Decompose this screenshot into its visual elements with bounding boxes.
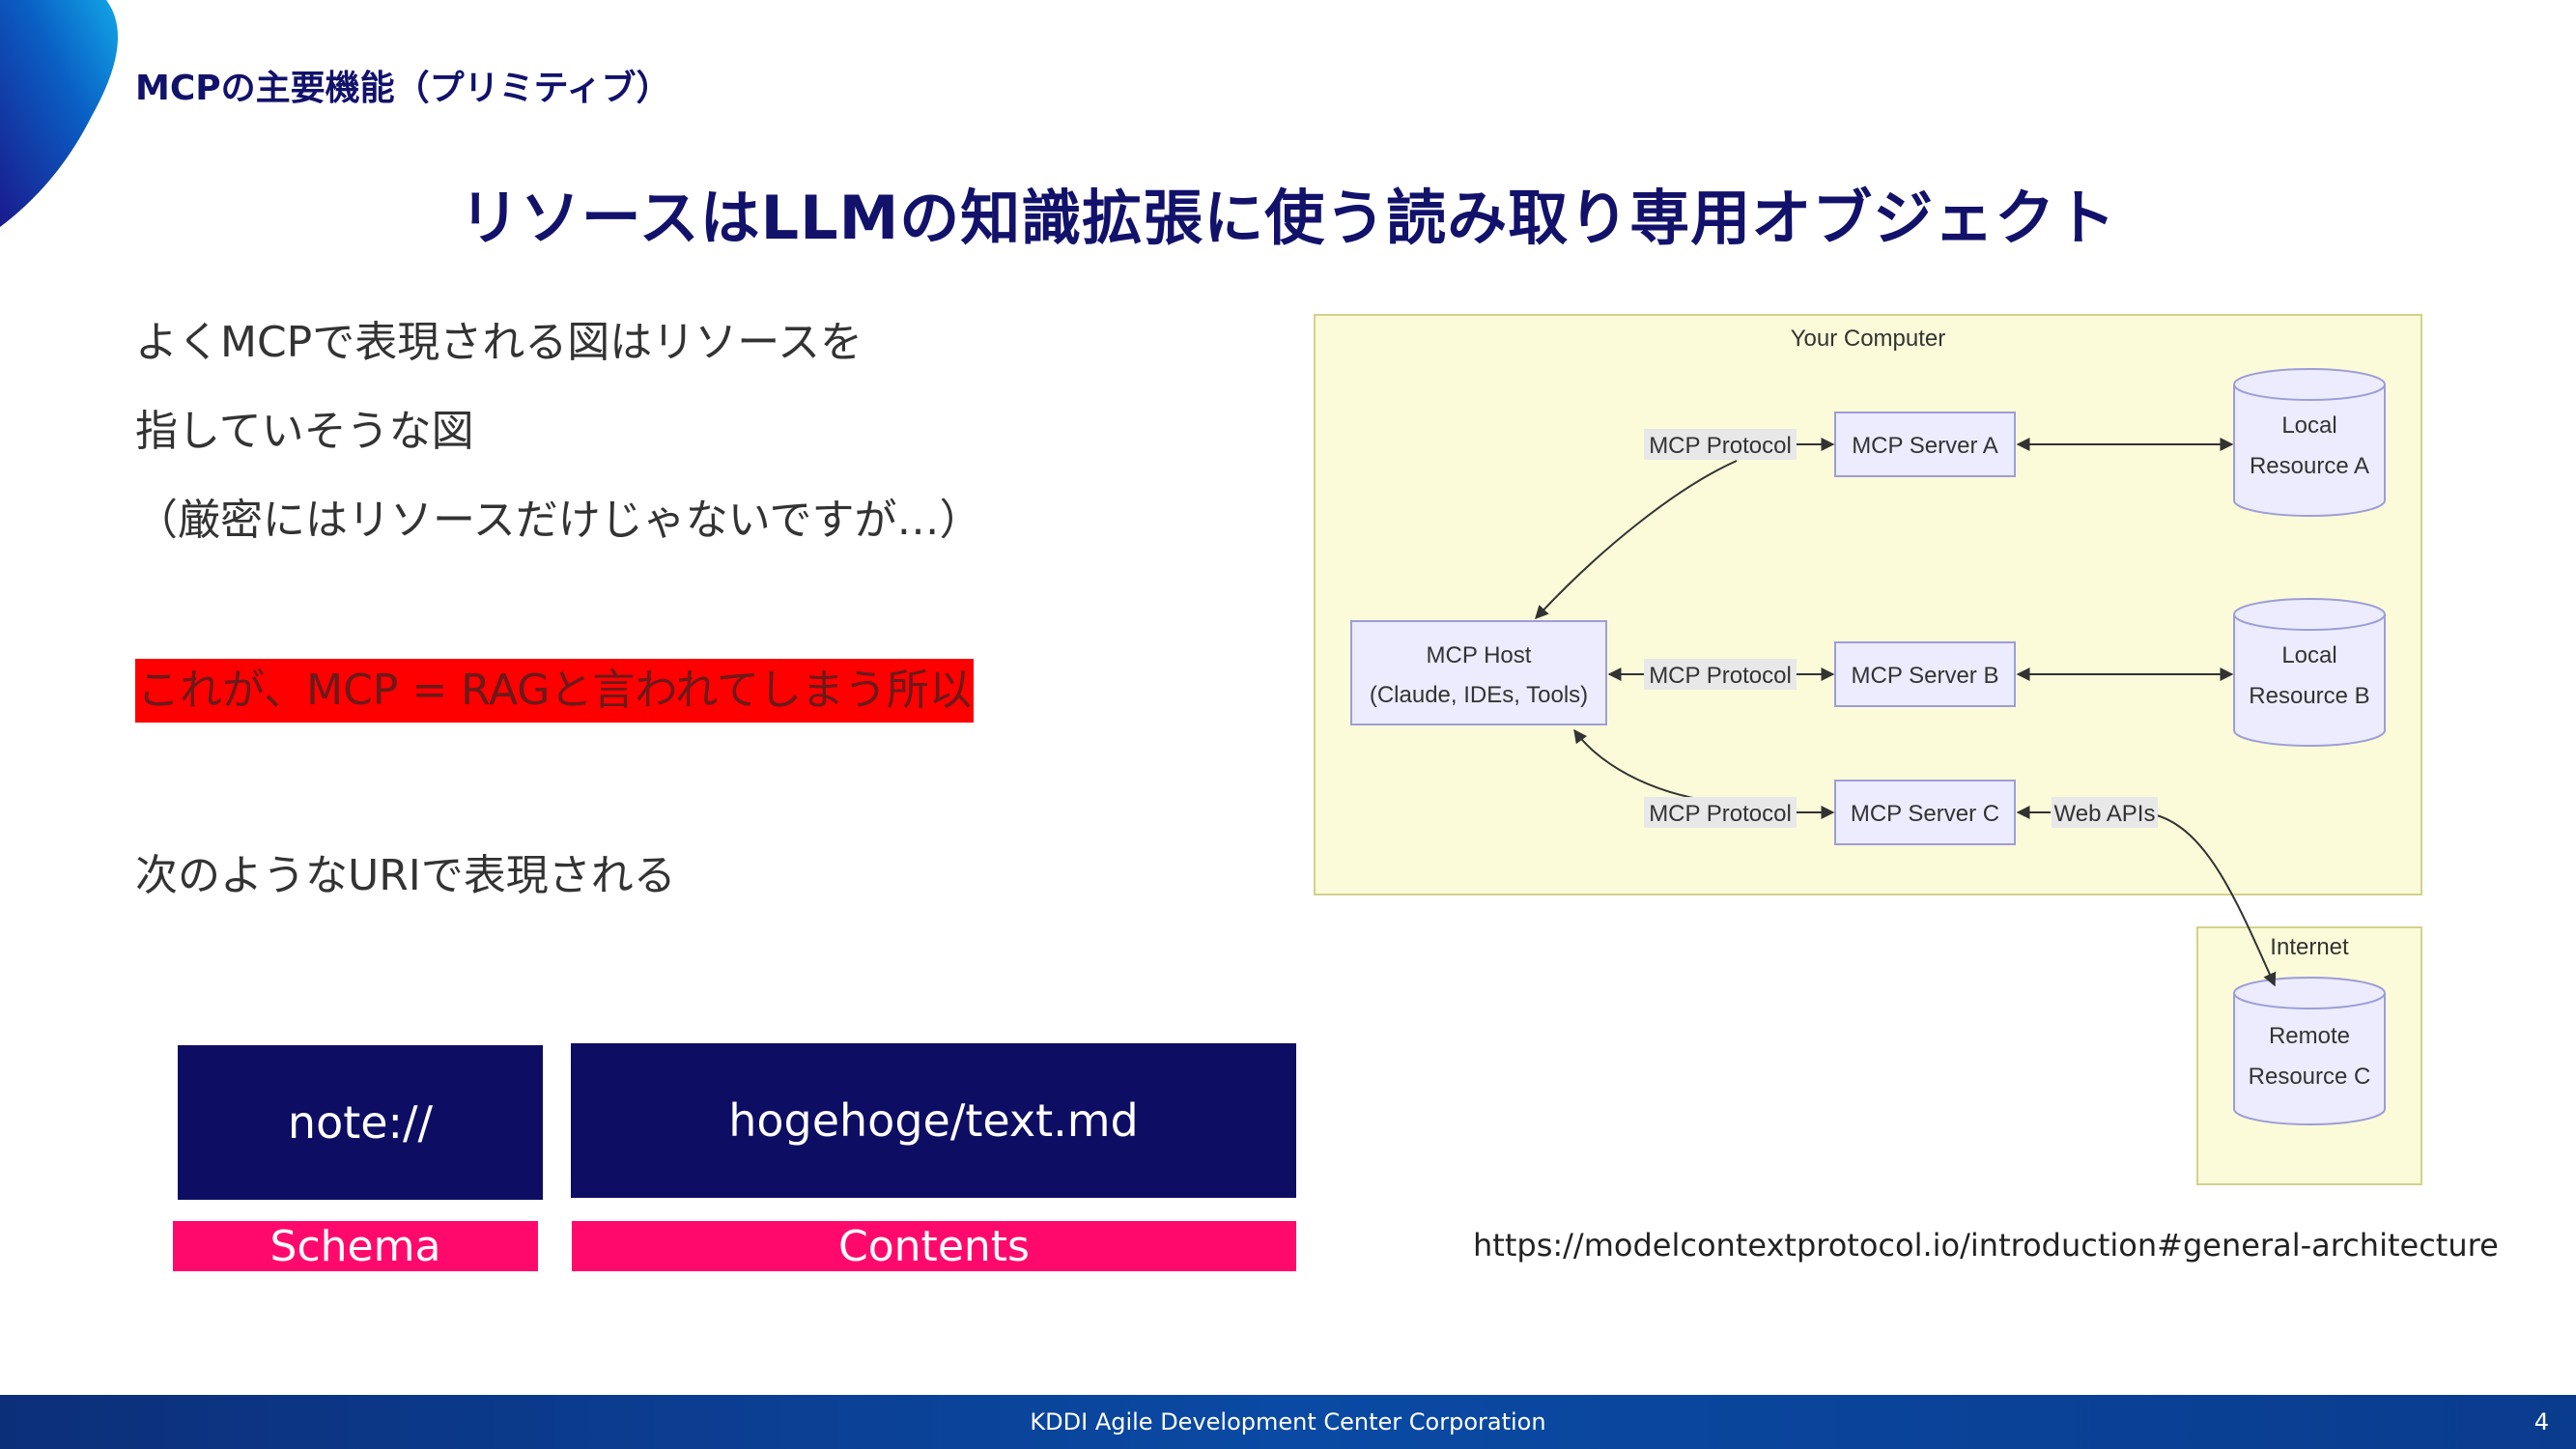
page-number: 4 bbox=[2534, 1408, 2549, 1435]
architecture-diagram: Your Computer Internet MCP Host (Claude,… bbox=[1314, 314, 2422, 1185]
protocol-label-a: MCP Protocol bbox=[1649, 433, 1792, 459]
remote-resource-c-line1: Remote bbox=[2269, 1023, 2350, 1049]
body-text-line-1: よくMCPで表現される図はリソースを bbox=[135, 318, 863, 367]
mcp-host-title: MCP Host bbox=[1427, 642, 1532, 668]
uri-scheme-label: Schema bbox=[173, 1221, 538, 1271]
local-resource-b-line2: Resource B bbox=[2249, 683, 2369, 709]
mcp-host-node bbox=[1350, 620, 1607, 725]
mcp-server-a-node bbox=[1834, 412, 2016, 477]
remote-resource-c-line2: Resource C bbox=[2249, 1064, 2371, 1090]
your-computer-label: Your Computer bbox=[1791, 326, 1946, 352]
mcp-server-b-node bbox=[1834, 641, 2016, 707]
section-title: MCPの主要機能（プリミティブ） bbox=[135, 69, 671, 108]
uri-contents-label: Contents bbox=[572, 1221, 1296, 1271]
footer-bar bbox=[0, 1395, 2576, 1449]
mcp-server-c-node bbox=[1834, 780, 2016, 845]
page-title: リソースはLLMの知識拡張に使う読み取り専用オブジェクト bbox=[459, 183, 2117, 253]
internet-label: Internet bbox=[2270, 934, 2349, 960]
protocol-label-c: MCP Protocol bbox=[1649, 801, 1792, 827]
body-text-line-3: （厳密にはリソースだけじゃないですが…） bbox=[135, 496, 982, 545]
mcp-host-subtitle: (Claude, IDEs, Tools) bbox=[1370, 682, 1588, 708]
local-resource-a-line1: Local bbox=[2281, 412, 2336, 439]
web-apis-label: Web APIs bbox=[2054, 801, 2156, 827]
local-resource-a-line2: Resource A bbox=[2250, 453, 2369, 479]
highlighted-statement: これが、MCP = RAGと言われてしまう所以 bbox=[135, 659, 974, 723]
protocol-label-b: MCP Protocol bbox=[1649, 663, 1792, 689]
local-resource-b-node bbox=[2233, 598, 2386, 747]
edge-protocol-a-to-host bbox=[1535, 460, 1738, 620]
edge-web-apis-to-resource-c bbox=[2156, 814, 2277, 987]
uri-scheme-box: note:// bbox=[178, 1045, 543, 1200]
local-resource-b-line1: Local bbox=[2281, 642, 2336, 668]
mcp-server-b-label: MCP Server B bbox=[1852, 663, 1999, 689]
uri-contents-box: hogehoge/text.md bbox=[571, 1043, 1296, 1198]
mcp-server-a-label: MCP Server A bbox=[1852, 433, 1998, 459]
local-resource-a-node bbox=[2233, 368, 2386, 517]
reference-url[interactable]: https://modelcontextprotocol.io/introduc… bbox=[1473, 1227, 2499, 1264]
mcp-server-c-label: MCP Server C bbox=[1851, 801, 1999, 827]
footer-company: KDDI Agile Development Center Corporatio… bbox=[1030, 1408, 1546, 1435]
remote-resource-c-node bbox=[2233, 977, 2386, 1125]
corner-decoration bbox=[0, 0, 118, 227]
body-text-line-2: 指していそうな図 bbox=[135, 407, 474, 456]
uri-intro-text: 次のようなURIで表現される bbox=[135, 851, 676, 900]
